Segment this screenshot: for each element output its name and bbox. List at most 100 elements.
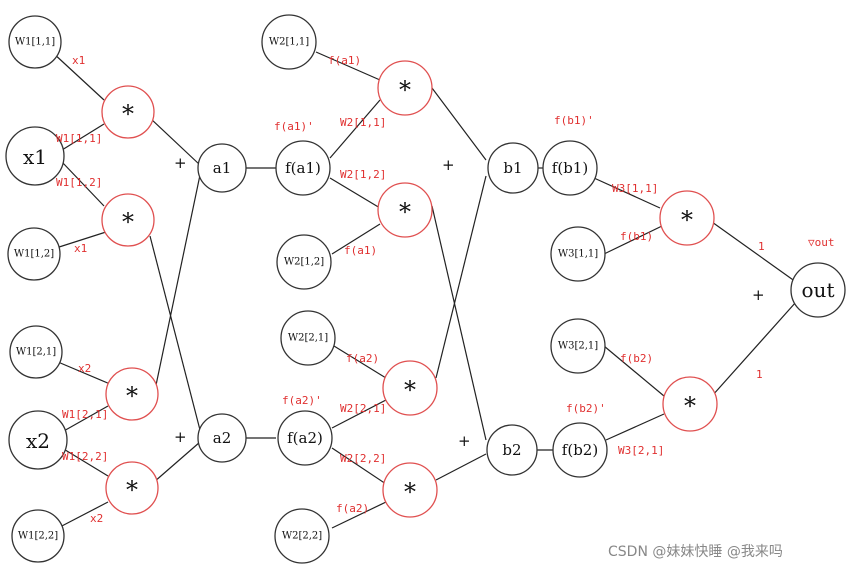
lbl-fb1-deriv: f(b1)' [554,114,594,127]
node-mult-4[interactable]: * [105,461,159,515]
lbl-fa1-bottom: f(a1) [344,244,377,257]
lbl-w2-21: W2[2,1] [340,402,386,415]
lbl-x1-bottom: x1 [74,242,87,255]
svg-text:W1[1,2]: W1[1,2] [14,249,54,260]
edge-fa1-m5 [329,99,381,159]
node-mult-6[interactable]: * [377,182,433,238]
svg-text:b2: b2 [502,441,521,459]
node-w1-12[interactable]: W1[1,2] [7,227,61,281]
svg-text:W1[1,1]: W1[1,1] [15,37,55,48]
edge-m6-b2 [431,205,487,441]
node-b2[interactable]: b2 [486,424,538,476]
lbl-w1-12: W1[1,2] [56,176,102,189]
lbl-fb2-deriv: f(b2)' [566,402,606,415]
svg-text:f(a2): f(a2) [287,429,323,447]
node-w2-21[interactable]: W2[2,1] [280,310,336,366]
svg-text:W2[1,2]: W2[1,2] [284,257,324,268]
lbl-fb2: f(b2) [620,352,653,365]
plus-out: + [752,286,765,304]
node-out[interactable]: out [790,262,846,318]
svg-text:*: * [399,198,411,226]
node-w3-21[interactable]: W3[2,1] [550,318,606,374]
lbl-fa2-top: f(a2) [346,352,379,365]
node-b1[interactable]: b1 [487,142,539,194]
edge-fa2-m7 [331,399,387,429]
node-w3-11[interactable]: W3[1,1] [550,226,606,282]
svg-text:*: * [122,100,134,128]
node-mult-10[interactable]: * [662,376,718,432]
node-fb2[interactable]: f(b2) [552,422,608,478]
svg-text:W2[2,1]: W2[2,1] [288,333,328,344]
edge-m1-a1 [149,117,201,166]
edge-fb1-m9 [593,177,661,209]
edge-w221-m7 [333,345,387,379]
svg-text:x1: x1 [23,145,47,169]
svg-text:x2: x2 [26,429,50,453]
svg-text:f(a1): f(a1) [285,159,321,177]
node-mult-9[interactable]: * [659,190,715,246]
node-x1[interactable]: x1 [5,126,65,186]
lbl-one-bottom: 1 [756,368,763,381]
svg-text:a2: a2 [213,429,232,447]
edge-fb2-m10 [605,413,665,441]
edge-x1-m1 [61,123,105,151]
edge-m3-a1 [154,174,201,391]
edge-w111-m1 [51,51,105,101]
svg-text:*: * [404,478,416,506]
lbl-w3-11: W3[1,1] [612,182,658,195]
lbl-w1-11: W1[1,1] [56,132,102,145]
node-fa2[interactable]: f(a2) [277,410,333,466]
lbl-one-top: 1 [758,240,765,253]
lbl-w2-12: W2[1,2] [340,168,386,181]
edge-fa2-m8 [331,447,387,485]
svg-text:*: * [684,392,696,420]
svg-text:*: * [404,376,416,404]
svg-text:b1: b1 [503,159,522,177]
node-w2-12[interactable]: W2[1,2] [276,234,332,290]
edge-m10-out [711,301,797,397]
svg-text:W3[1,1]: W3[1,1] [558,249,598,260]
svg-text:f(b1): f(b1) [552,159,588,177]
node-fb1[interactable]: f(b1) [542,140,598,196]
plus-b2: + [458,432,471,450]
lbl-w1-21: W1[2,1] [62,408,108,421]
gradient-labels: x1 W1[1,1] W1[1,2] x1 x2 W1[2,1] W1[2,2]… [56,54,835,525]
graph-edges [51,51,797,529]
lbl-fa2-bottom: f(a2) [336,502,369,515]
node-mult-1[interactable]: * [101,85,155,139]
node-mult-2[interactable]: * [101,193,155,247]
node-mult-3[interactable]: * [105,367,159,421]
node-w2-11[interactable]: W2[1,1] [261,14,317,70]
node-w1-22[interactable]: W1[2,2] [11,509,65,563]
svg-text:W2[2,2]: W2[2,2] [282,531,322,542]
node-w2-22[interactable]: W2[2,2] [274,508,330,564]
node-w1-11[interactable]: W1[1,1] [8,15,62,69]
node-x2[interactable]: x2 [8,410,68,470]
edge-w212-m6 [331,223,381,255]
edge-x1-m2 [61,161,105,207]
svg-text:W2[1,1]: W2[1,1] [269,37,309,48]
lbl-w2-22: W2[2,2] [340,452,386,465]
edge-m4-a2 [153,441,201,483]
edge-m8-b2 [435,453,487,481]
edge-x2-m3 [61,405,109,433]
node-a1[interactable]: a1 [197,143,247,193]
node-fa1[interactable]: f(a1) [275,140,331,196]
node-a2[interactable]: a2 [197,413,247,463]
node-mult-7[interactable]: * [382,360,438,416]
edge-x2-m4 [61,447,109,477]
svg-text:*: * [126,382,138,410]
edge-w311-m9 [603,225,663,255]
svg-text:*: * [681,206,693,234]
node-w1-21[interactable]: W1[2,1] [9,325,63,379]
node-mult-8[interactable]: * [382,462,438,518]
lbl-fa1-top: f(a1) [328,54,361,67]
svg-text:*: * [122,208,134,236]
svg-text:*: * [399,76,411,104]
edge-w321-m10 [603,345,665,397]
node-mult-5[interactable]: * [377,60,433,116]
edge-w222-m8 [331,501,387,529]
edge-w211-m5 [315,51,381,81]
lbl-fa2-deriv: f(a2)' [282,394,322,407]
